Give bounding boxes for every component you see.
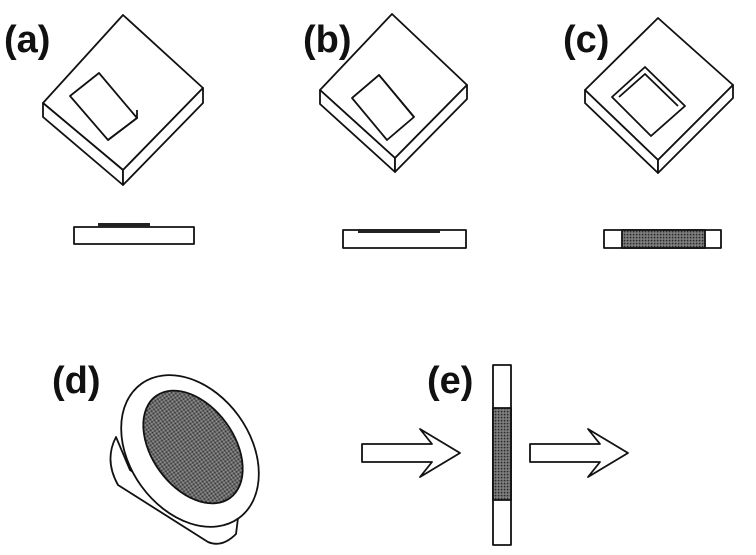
cross-section-a (73, 223, 195, 245)
cross-section-c (603, 229, 722, 249)
window-opening-c (611, 66, 686, 137)
panel-a: (a) (4, 14, 204, 245)
cross-section-b (342, 229, 467, 249)
panel-e: (e) (361, 360, 629, 546)
membrane-edge-e (492, 364, 512, 546)
panel-c-label: (c) (563, 19, 609, 61)
outgoing-arrow (529, 428, 629, 478)
substrate-frame-c (584, 17, 734, 174)
thin-film-a (69, 72, 138, 141)
panel-d: (d) (52, 360, 260, 545)
membrane-disc-d (109, 374, 260, 545)
substrate-block-b (319, 13, 468, 173)
panel-b-label: (b) (303, 19, 352, 61)
panel-a-label: (a) (4, 19, 50, 61)
incoming-arrow (361, 428, 461, 478)
panel-d-label: (d) (52, 360, 101, 402)
panel-c: (c) (563, 17, 734, 249)
recessed-film-b (351, 74, 415, 141)
substrate-block-a (42, 14, 204, 186)
panel-e-label: (e) (427, 360, 473, 402)
panel-b: (b) (303, 13, 468, 249)
